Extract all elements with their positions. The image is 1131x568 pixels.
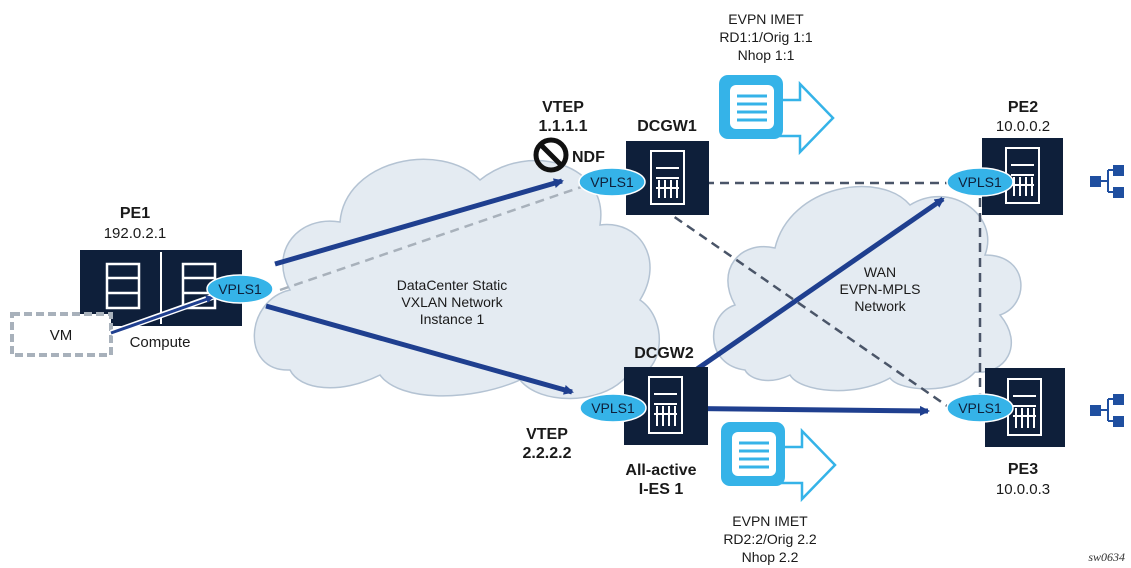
imet2-line-3: Nhop 2.2 bbox=[742, 549, 799, 565]
pe1-node: PE1 192.0.2.1 bbox=[80, 205, 242, 326]
pe1-ip: 192.0.2.1 bbox=[104, 225, 167, 242]
server-icon bbox=[650, 150, 685, 205]
vm-label: VM bbox=[50, 327, 73, 344]
vtep2-title: VTEP bbox=[526, 426, 568, 443]
vpls-pe2: VPLS1 bbox=[946, 167, 1014, 197]
vpls-label: VPLS1 bbox=[590, 174, 634, 190]
pe2-node: PE2 10.0.0.2 bbox=[982, 99, 1124, 215]
imet-message-2: EVPN IMET RD2:2/Orig 2.2 Nhop 2.2 bbox=[721, 422, 837, 565]
server-icon bbox=[1007, 378, 1042, 436]
dcgw1-name: DCGW1 bbox=[637, 118, 697, 135]
network-icon bbox=[1090, 165, 1124, 198]
vtep1-title: VTEP bbox=[542, 99, 584, 116]
vm-box: VM Compute bbox=[10, 293, 217, 357]
server-icon bbox=[105, 262, 141, 310]
wan-cloud-line-1: WAN bbox=[864, 264, 896, 280]
ndf-label: NDF bbox=[572, 149, 605, 166]
all-active-label: All-active bbox=[625, 462, 696, 479]
imet2-line-2: RD2:2/Orig 2.2 bbox=[723, 531, 817, 547]
figure-id: sw0634 bbox=[1088, 550, 1125, 564]
vpls-label: VPLS1 bbox=[958, 400, 1002, 416]
dcgw2-name: DCGW2 bbox=[634, 345, 694, 362]
pe3-ip: 10.0.0.3 bbox=[996, 481, 1050, 498]
wan-cloud-line-2: EVPN-MPLS bbox=[840, 281, 921, 297]
vtep2-ip: 2.2.2.2 bbox=[523, 445, 572, 462]
vpls-pe3: VPLS1 bbox=[946, 393, 1014, 423]
imet-message-1: EVPN IMET RD1:1/Orig 1:1 Nhop 1:1 bbox=[719, 11, 835, 156]
pe2-name: PE2 bbox=[1008, 99, 1038, 116]
network-icon bbox=[1090, 394, 1124, 427]
vtep1-ip: 1.1.1.1 bbox=[539, 118, 588, 135]
vpls-pe1: VPLS1 bbox=[206, 274, 274, 304]
pe1-name: PE1 bbox=[120, 205, 150, 222]
vpls-label: VPLS1 bbox=[958, 174, 1002, 190]
pe2-ip: 10.0.0.2 bbox=[996, 118, 1050, 135]
dc-cloud-line-2: VXLAN Network bbox=[401, 294, 503, 310]
imet1-line-2: RD1:1/Orig 1:1 bbox=[719, 29, 813, 45]
wan-cloud: WAN EVPN-MPLS Network bbox=[713, 185, 1022, 392]
vpls-dcgw1: VPLS1 bbox=[578, 167, 646, 197]
prohibited-icon bbox=[533, 137, 569, 173]
ies-label: I-ES 1 bbox=[639, 481, 684, 498]
dc-cloud-line-3: Instance 1 bbox=[420, 311, 485, 327]
dcgw1-node: VTEP 1.1.1.1 NDF DCGW1 bbox=[533, 99, 709, 215]
wan-cloud-line-3: Network bbox=[854, 298, 906, 314]
vpls-label: VPLS1 bbox=[218, 281, 262, 297]
compute-label: Compute bbox=[130, 334, 191, 351]
imet1-line-3: Nhop 1:1 bbox=[738, 47, 795, 63]
pe3-node: PE3 10.0.0.3 bbox=[985, 368, 1124, 498]
vpls-label: VPLS1 bbox=[591, 400, 635, 416]
dc-cloud-line-1: DataCenter Static bbox=[397, 277, 508, 293]
imet1-line-1: EVPN IMET bbox=[728, 11, 804, 27]
vpls-dcgw2: VPLS1 bbox=[579, 393, 647, 423]
message-icon bbox=[721, 422, 785, 486]
datacenter-cloud: DataCenter Static VXLAN Network Instance… bbox=[253, 158, 661, 400]
imet2-line-1: EVPN IMET bbox=[732, 513, 808, 529]
server-icon bbox=[648, 376, 683, 434]
message-icon bbox=[719, 75, 783, 139]
pe3-name: PE3 bbox=[1008, 461, 1038, 478]
